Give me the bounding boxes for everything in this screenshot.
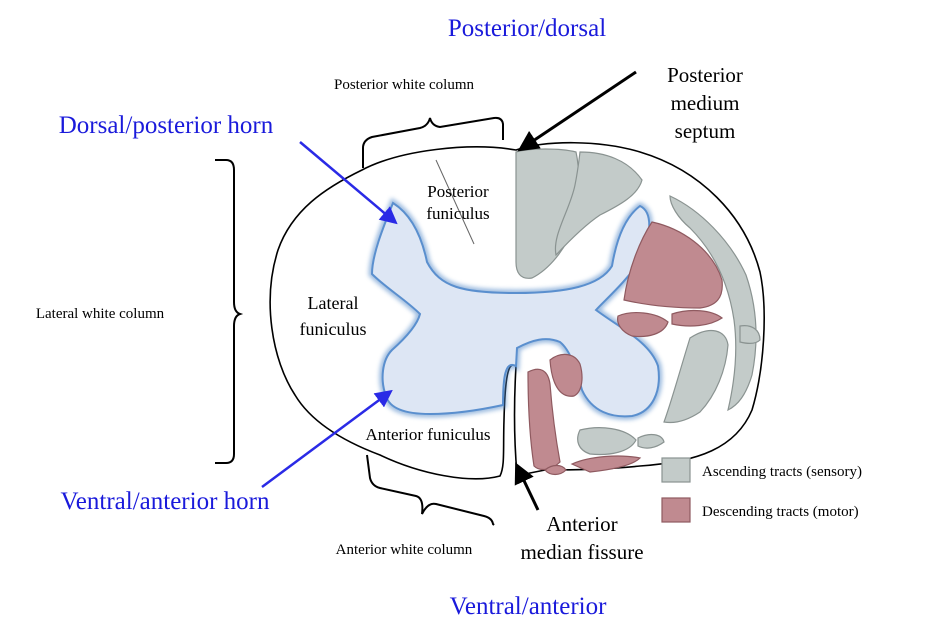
legend-ascending-swatch <box>661 457 691 483</box>
descending-tract-reticulospinal <box>549 353 583 397</box>
dorsal-horn-arrow <box>299 141 398 225</box>
grey-matter <box>370 201 660 418</box>
septum-label-line1: Posterior <box>667 63 743 87</box>
lateral-column-label: Lateral white column <box>36 306 165 322</box>
anterior-column-label: Anterior white column <box>336 542 473 558</box>
descending-tract-lateral-corticospinal <box>623 221 723 309</box>
dorsal-horn-label: Dorsal/posterior horn <box>59 112 274 139</box>
fissure-label-line2: median fissure <box>520 540 643 564</box>
ascending-tract-spinocerebellar-ventral <box>663 329 729 424</box>
posterior-column-label: Posterior white column <box>334 77 474 93</box>
lateral-funiculus-label-line1: Lateral <box>308 293 359 313</box>
ascending-tracts <box>515 148 761 456</box>
anterior-column-brace <box>366 454 495 526</box>
descending-tract-rubrospinal <box>617 312 669 338</box>
legend-descending-label: Descending tracts (motor) <box>702 504 859 520</box>
septum-line <box>435 159 475 245</box>
septum-arrow <box>517 70 637 152</box>
ascending-tract-spinothalamic <box>577 427 637 456</box>
septum-label-line3: septum <box>675 119 736 143</box>
ascending-tract-cuneate <box>554 151 643 257</box>
orientation-bottom-label: Ventral/anterior <box>450 593 608 620</box>
lateral-funiculus-label-line2: funiculus <box>300 319 367 339</box>
descending-tract-anterior-corticospinal <box>527 368 561 471</box>
posterior-column-brace <box>362 116 504 168</box>
legend-descending-swatch <box>661 497 691 523</box>
ascending-tract-spinocerebellar-dorsal <box>669 195 757 412</box>
lateral-column-brace <box>215 159 244 464</box>
ascending-tract-small <box>739 325 761 344</box>
fissure-label-line1: Anterior <box>546 512 617 536</box>
posterior-funiculus-label-line2: funiculus <box>426 204 489 223</box>
ventral-horn-label: Ventral/anterior horn <box>61 488 270 515</box>
ascending-tract-small-ventral <box>637 433 665 449</box>
descending-tract-small-lateral <box>671 309 724 327</box>
fissure-arrow <box>514 462 540 511</box>
descending-tract-small-ventral <box>544 464 567 476</box>
orientation-top-label: Posterior/dorsal <box>448 15 606 42</box>
septum-label-line2: medium <box>671 91 740 115</box>
posterior-funiculus-label-line1: Posterior <box>427 182 489 201</box>
anterior-funiculus-label: Anterior funiculus <box>365 425 490 444</box>
legend: Ascending tracts (sensory) Descending tr… <box>661 457 862 523</box>
descending-tract-vestibulospinal <box>570 455 642 473</box>
ventral-horn-arrow <box>261 389 393 489</box>
descending-tracts <box>527 221 724 476</box>
legend-ascending-label: Ascending tracts (sensory) <box>702 464 862 480</box>
